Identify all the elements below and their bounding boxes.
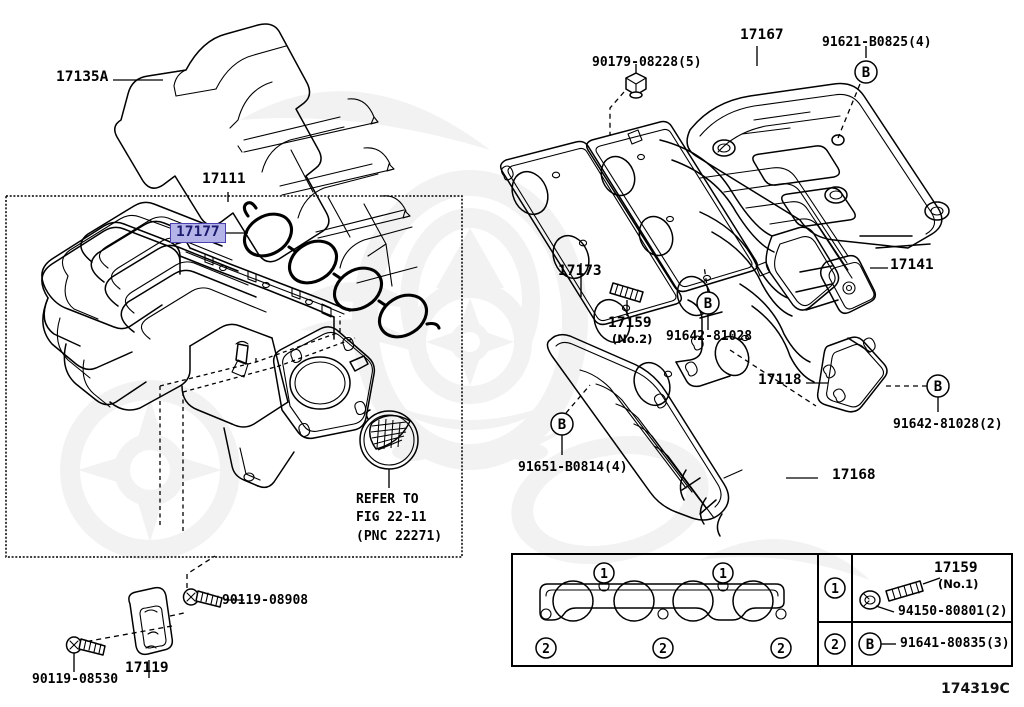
label-90119-08530: 90119-08530 [32, 672, 119, 687]
inset-table: 1 1 2 2 2 1 2 [511, 553, 1013, 667]
badge-b-91651: B [550, 384, 591, 455]
refer-to-note: REFER TO FIG 22-11 (PNC 22271) [356, 492, 443, 544]
part-17119-bracket [128, 586, 174, 678]
label-91641-80835: 91641-80835(3) [900, 636, 1010, 651]
inset-markers: 1 1 2 2 2 1 2 [535, 562, 846, 659]
diagram-code: 174319C [941, 681, 1010, 697]
badge-b-91642-2: B [885, 374, 950, 412]
label-17118: 17118 [758, 372, 802, 388]
svg-text:B: B [866, 637, 874, 653]
part-17167-heat-shield-upper [686, 46, 950, 279]
label-17167: 17167 [740, 27, 784, 43]
label-91621-b0825: 91621-B0825(4) [822, 35, 932, 50]
inset-gasket-drawing [539, 580, 787, 622]
dash-stay-link [729, 349, 817, 407]
label-94150-80801: 94150-80801(2) [898, 604, 1008, 619]
badge-b-91642: B [696, 265, 720, 330]
part-17111-intake-manifold [41, 201, 376, 532]
dash-bracket-link [169, 612, 185, 617]
svg-text:2: 2 [831, 638, 839, 653]
svg-text:B: B [704, 296, 712, 312]
label-91642-81028: 91642-81028 [666, 329, 753, 344]
svg-text:1: 1 [719, 567, 727, 582]
label-17135a: 17135A [56, 69, 109, 85]
label-17159-no2-sub: (No.2) [612, 332, 653, 346]
dash-bolt-upper [186, 555, 216, 588]
bolt-90119-08530 [65, 636, 106, 672]
svg-text:B: B [934, 379, 942, 395]
part-refer-screen-gasket [359, 409, 419, 488]
part-17118-stay [806, 336, 888, 413]
manifold-group-box [5, 195, 463, 558]
dash-bolt-lower [83, 625, 173, 643]
label-inset-17159: 17159 [934, 560, 978, 576]
label-91651-b0814: 91651-B0814(4) [518, 460, 628, 475]
label-91642-81028-2: 91642-81028(2) [893, 417, 1003, 432]
background-watermark [60, 91, 870, 580]
label-17173: 17173 [558, 263, 602, 279]
part-90179-08228-nut [609, 64, 647, 136]
label-90119-08908: 90119-08908 [222, 593, 309, 608]
svg-text:B: B [558, 417, 566, 433]
part-17168-heat-shield-lower [546, 333, 818, 537]
svg-text:2: 2 [777, 642, 785, 657]
label-17177[interactable]: 17177 [170, 223, 226, 244]
svg-text:2: 2 [542, 642, 550, 657]
label-inset-17159-sub: (No.1) [938, 577, 979, 591]
inset-row1-hardware [859, 577, 941, 613]
svg-text:2: 2 [659, 642, 667, 657]
label-17159-no2: 17159 [608, 315, 652, 331]
part-17177-intake-gasket [242, 201, 441, 339]
part-17141-exhaust-manifold [585, 120, 888, 388]
label-90179-08228: 90179-08228(5) [592, 55, 702, 70]
label-17168: 17168 [832, 467, 876, 483]
svg-text:1: 1 [600, 567, 608, 582]
svg-text:B: B [862, 65, 870, 81]
label-17141: 17141 [890, 257, 934, 273]
badge-b-91621: B [837, 60, 878, 139]
label-17119: 17119 [125, 660, 169, 676]
inset-row2-badge: B [858, 632, 896, 656]
label-17111: 17111 [202, 171, 246, 187]
part-17159-no2-stud [609, 282, 644, 316]
svg-text:1: 1 [831, 582, 839, 597]
part-17135a-insulator [114, 23, 418, 287]
bolt-90119-08908 [182, 588, 244, 608]
